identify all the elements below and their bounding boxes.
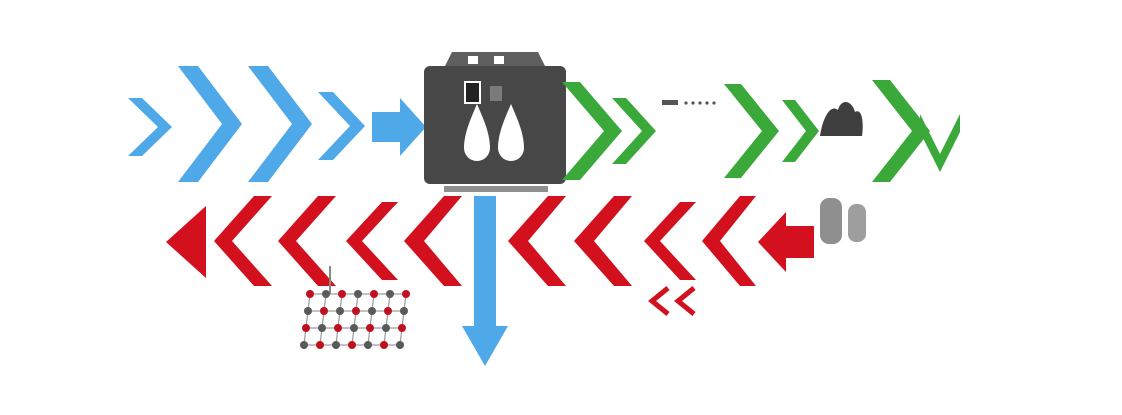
dot — [691, 101, 695, 105]
green-chevron-large-icon — [562, 82, 622, 180]
gray-blob-icon — [848, 204, 866, 242]
blue-flow-group — [128, 66, 426, 182]
dot — [684, 101, 688, 105]
lattice-atom — [364, 341, 372, 349]
lattice-atom — [382, 324, 390, 332]
lattice-atom — [368, 307, 376, 315]
red-flow-group — [166, 196, 814, 316]
green-chevron-down-icon — [920, 114, 960, 172]
dot — [705, 101, 709, 105]
lattice-atom — [348, 341, 356, 349]
powder-mound-icon — [820, 101, 863, 136]
dash-icon — [662, 100, 678, 105]
blue-chevron-small-icon — [128, 98, 172, 156]
lattice-atom — [316, 341, 324, 349]
red-small-chevron-icon — [674, 286, 696, 316]
lattice-atom — [398, 324, 406, 332]
lattice-atom — [332, 341, 340, 349]
red-chevron-icon — [508, 196, 566, 286]
ampoule-icon — [464, 104, 490, 161]
blue-chevron-large-icon — [178, 66, 242, 182]
lattice-atom — [338, 290, 346, 298]
lattice-atom — [396, 341, 404, 349]
lattice-atom — [300, 341, 308, 349]
lid-slot — [468, 56, 478, 64]
green-flow-group — [562, 80, 960, 182]
blue-block-arrow-right-icon — [372, 98, 426, 156]
lattice-atom — [304, 307, 312, 315]
dot — [712, 101, 716, 105]
lattice-atom — [322, 290, 330, 298]
red-chevron-icon — [214, 196, 272, 286]
red-arrowhead-left-icon — [166, 206, 206, 278]
blue-chevron-medium-icon — [318, 92, 365, 160]
lattice-atom — [318, 324, 326, 332]
lattice-atom — [384, 307, 392, 315]
lattice-atom — [370, 290, 378, 298]
lattice-atom — [402, 290, 410, 298]
lattice-atom — [386, 290, 394, 298]
lattice-atom — [350, 324, 358, 332]
green-chevron-large-icon — [724, 84, 779, 178]
red-chevron-icon — [278, 196, 336, 286]
green-chevron-small-icon — [782, 100, 819, 162]
furnace-base — [444, 186, 548, 192]
furnace-group — [424, 52, 566, 192]
red-chevron-icon — [702, 196, 756, 286]
lattice-atom — [334, 324, 342, 332]
ampoule-icon — [498, 104, 524, 161]
blue-down-arrow-icon — [462, 196, 508, 366]
furnace-body — [424, 66, 566, 184]
lattice-atom — [306, 290, 314, 298]
furnace-inner-slot-icon — [464, 81, 481, 104]
dot — [698, 101, 702, 105]
red-chevron-icon — [644, 202, 696, 280]
gray-blob-icon — [820, 198, 842, 244]
lattice-atom — [400, 307, 408, 315]
blue-chevron-large-icon — [248, 66, 312, 182]
lattice-atom — [320, 307, 328, 315]
red-chevron-icon — [404, 196, 462, 286]
green-chevron-large-icon — [872, 80, 930, 182]
crystal-lattice — [300, 290, 410, 349]
red-chevron-icon — [346, 202, 398, 280]
red-small-chevron-icon — [648, 286, 670, 316]
red-chevron-icon — [574, 196, 632, 286]
lattice-atom — [354, 290, 362, 298]
red-block-arrow-left-icon — [758, 212, 814, 272]
lattice-atom — [336, 307, 344, 315]
furnace-inner-block-icon — [490, 86, 502, 101]
lattice-atom — [352, 307, 360, 315]
lid-slot — [494, 56, 504, 64]
green-chevron-small-icon — [612, 98, 656, 164]
gray-product-group — [820, 198, 866, 244]
lattice-atom — [366, 324, 374, 332]
dots-icon — [684, 101, 716, 105]
lattice-atom — [380, 341, 388, 349]
lattice-atom — [302, 324, 310, 332]
